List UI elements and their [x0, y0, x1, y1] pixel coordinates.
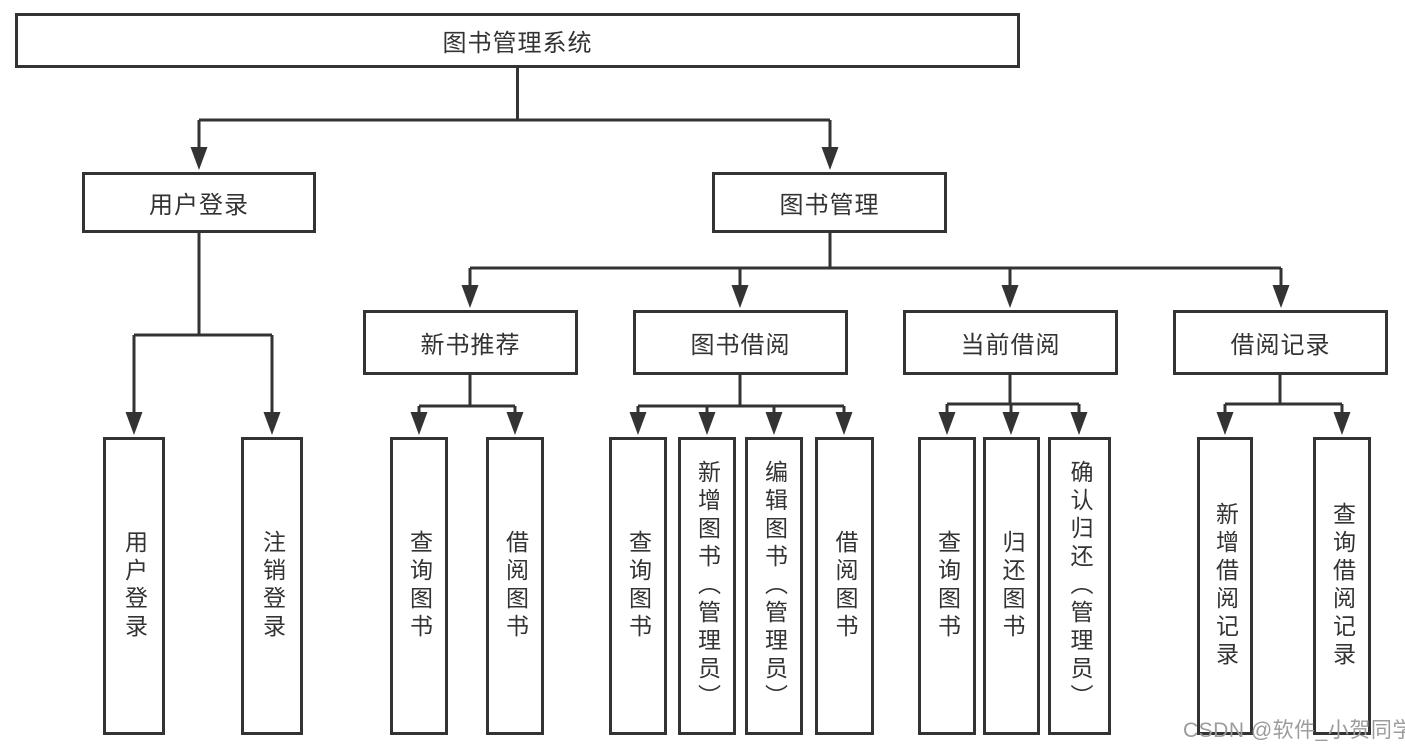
- leaf-user-login-label: 用户登录: [121, 530, 148, 642]
- arrowhead: [506, 412, 524, 435]
- leaf-rec-query-books-label: 查询图书: [406, 530, 433, 642]
- node-current-borrow-label: 当前借阅: [960, 332, 1061, 359]
- edge-book-borrow-to-leaves: [636, 375, 846, 417]
- node-book-mgmt: 图书管理: [712, 172, 947, 233]
- arrowhead: [698, 412, 716, 435]
- arrowhead: [821, 147, 839, 170]
- arrowhead: [410, 412, 428, 435]
- leaf-rec-query-books: 查询图书: [390, 437, 448, 735]
- arrowhead: [1002, 412, 1020, 435]
- leaf-bb-borrow-books: 借阅图书: [815, 437, 874, 735]
- node-user-login: 用户登录: [82, 172, 316, 233]
- node-book-borrow: 图书借阅: [633, 310, 848, 375]
- edge-new-book-rec-to-leaves: [417, 375, 517, 417]
- arrowhead: [629, 412, 647, 435]
- arrowhead: [835, 412, 853, 435]
- arrowhead: [1001, 285, 1019, 308]
- arrowhead: [731, 285, 749, 308]
- node-current-borrow: 当前借阅: [903, 310, 1118, 375]
- leaf-logout: 注销登录: [241, 437, 303, 735]
- edge-root-to-level2: [197, 68, 832, 152]
- leaf-user-login: 用户登录: [103, 437, 165, 735]
- arrowhead: [263, 412, 281, 435]
- node-new-book-rec: 新书推荐: [363, 310, 578, 375]
- node-root-label: 图书管理系统: [442, 30, 593, 57]
- leaf-bb-query-books-label: 查询图书: [625, 530, 652, 642]
- leaf-bb-add-books-admin: 新增图书（管理员）: [678, 437, 736, 735]
- leaf-cb-confirm-return-admin-label: 确认归还（管理员）: [1067, 460, 1093, 712]
- leaf-br-add-record-label: 新增借阅记录: [1212, 502, 1239, 670]
- leaf-br-query-record: 查询借阅记录: [1313, 437, 1371, 735]
- node-book-mgmt-label: 图书管理: [779, 192, 880, 219]
- arrowhead: [461, 285, 479, 308]
- edge-borrow-records-to-leaves: [1223, 375, 1344, 417]
- leaf-cb-return-books: 归还图书: [983, 437, 1040, 735]
- leaf-cb-confirm-return-admin: 确认归还（管理员）: [1048, 437, 1111, 735]
- edge-current-borrow-to-leaves: [945, 375, 1081, 417]
- csdn-watermark: CSDN @软件_小贺同学: [1183, 719, 1405, 742]
- leaf-cb-query-books-label: 查询图书: [934, 530, 961, 642]
- leaf-br-add-record: 新增借阅记录: [1197, 437, 1253, 735]
- arrowhead: [765, 412, 783, 435]
- leaf-br-query-record-label: 查询借阅记录: [1329, 502, 1356, 670]
- arrowhead: [190, 147, 208, 170]
- node-borrow-records-label: 借阅记录: [1230, 332, 1331, 359]
- leaf-rec-borrow-books-label: 借阅图书: [502, 530, 529, 642]
- node-borrow-records: 借阅记录: [1173, 310, 1388, 375]
- leaf-bb-edit-books-admin: 编辑图书（管理员）: [745, 437, 803, 735]
- arrowhead: [1272, 285, 1290, 308]
- arrowhead: [1333, 412, 1351, 435]
- edge-user-login-to-leaves: [132, 233, 274, 417]
- leaf-logout-label: 注销登录: [259, 530, 286, 642]
- arrowhead: [938, 412, 956, 435]
- arrowhead: [1216, 412, 1234, 435]
- edge-book-mgmt-to-level3: [468, 233, 1283, 290]
- leaf-bb-add-books-admin-label: 新增图书（管理员）: [694, 460, 721, 712]
- leaf-bb-borrow-books-label: 借阅图书: [832, 530, 858, 642]
- leaf-cb-return-books-label: 归还图书: [999, 530, 1025, 642]
- arrowhead: [125, 412, 143, 435]
- leaf-bb-query-books: 查询图书: [609, 437, 667, 735]
- node-user-login-label: 用户登录: [149, 192, 249, 219]
- leaf-cb-query-books: 查询图书: [918, 437, 976, 735]
- node-book-borrow-label: 图书借阅: [690, 332, 791, 359]
- node-root: 图书管理系统: [15, 13, 1020, 68]
- node-new-book-rec-label: 新书推荐: [420, 332, 521, 359]
- leaf-bb-edit-books-admin-label: 编辑图书（管理员）: [761, 460, 788, 712]
- leaf-rec-borrow-books: 借阅图书: [486, 437, 544, 735]
- arrowhead: [1070, 412, 1088, 435]
